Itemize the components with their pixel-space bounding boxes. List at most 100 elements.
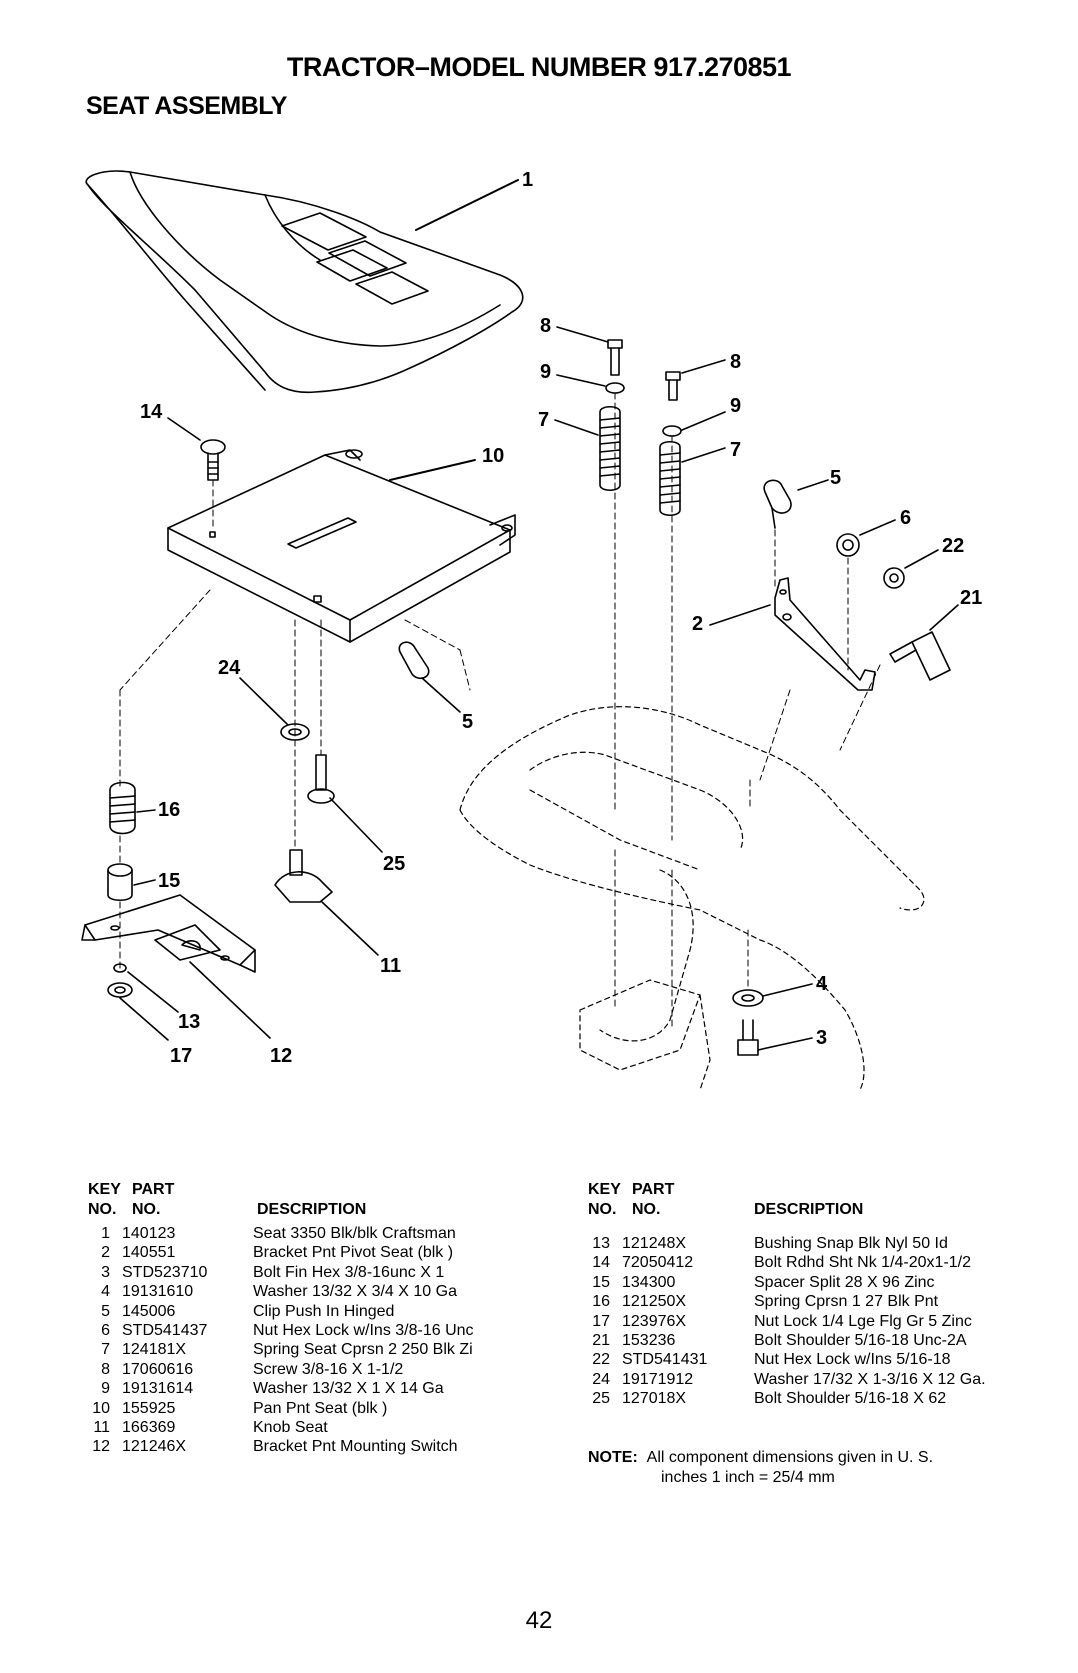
part-no-header: PART [132, 1181, 175, 1198]
part-no: 155925 [122, 1399, 176, 1417]
section-title: SEAT ASSEMBLY [86, 92, 287, 120]
key-no: 11 [93, 1419, 110, 1437]
part-no: 17060616 [122, 1360, 194, 1378]
part-no-header: PART [632, 1181, 675, 1198]
callout-label: 3 [816, 1027, 827, 1049]
bushing-nut-drawing [107, 963, 179, 1041]
fender-outline-drawing [459, 706, 925, 1091]
part-description: Bracket Pnt Pivot Seat (blk ) [253, 1244, 454, 1262]
callout-label: 5 [462, 711, 473, 733]
key-no-header: KEY [88, 1181, 121, 1198]
part-no: 19131614 [122, 1380, 194, 1398]
callout-label: 8 [730, 351, 741, 373]
seat-spring-right-drawing [659, 440, 726, 517]
part-description: Nut Hex Lock w/Ins 5/16-18 [754, 1351, 951, 1369]
part-description: Spacer Split 28 X 96 Zinc [754, 1273, 935, 1291]
part-no-header: NO. [632, 1201, 661, 1218]
part-description: Pan Pnt Seat (blk ) [253, 1399, 388, 1417]
callout-label: 17 [170, 1045, 192, 1067]
callout-label: 6 [900, 507, 911, 529]
callout-label: 24 [218, 657, 241, 679]
callout-label: 2 [692, 613, 703, 635]
part-no: 153236 [622, 1332, 676, 1350]
callout-label: 13 [178, 1011, 200, 1033]
part-description: Bushing Snap Blk Nyl 50 Id [754, 1235, 948, 1252]
callout-labels: 1 14 10 8 9 7 8 9 7 5 6 22 2 21 24 5 16 … [140, 169, 982, 1067]
part-no: 145006 [122, 1302, 176, 1320]
part-no: STD541437 [122, 1322, 208, 1340]
part-description: Bolt Shoulder 5/16-18 Unc-2A [754, 1332, 967, 1350]
part-no: 140123 [122, 1225, 176, 1242]
callout-label: 12 [270, 1045, 292, 1067]
part-no: STD523710 [122, 1263, 208, 1281]
key-no: 22 [592, 1351, 610, 1369]
callout-label: 11 [380, 955, 401, 977]
part-description: Nut Lock 1/4 Lge Flg Gr 5 Zinc [754, 1312, 972, 1330]
part-description: Bolt Shoulder 5/16-18 X 62 [754, 1390, 947, 1408]
table-row: 24 19171912 Washer 17/32 X 1-3/16 X 12 Ga. [588, 1370, 1028, 1389]
knob-drawing [274, 849, 379, 956]
part-no: 166369 [122, 1419, 176, 1437]
callout-label: 16 [158, 799, 180, 821]
screws-and-washers-drawing [556, 326, 726, 437]
callout-label: 21 [960, 587, 982, 609]
part-no: 19171912 [622, 1370, 694, 1388]
part-no-header: NO. [132, 1201, 161, 1218]
key-no: 13 [592, 1235, 610, 1252]
part-description: Screw 3/8-16 X 1-1/2 [253, 1360, 404, 1378]
callout-label: 9 [540, 361, 551, 383]
callout-label: 4 [816, 973, 828, 995]
part-no: 140551 [122, 1244, 176, 1262]
part-description: Bolt Fin Hex 3/8-16unc X 1 [253, 1263, 445, 1281]
washer-4-bolt-3-drawing [732, 983, 813, 1056]
part-description: Washer 17/32 X 1-3/16 X 12 Ga. [754, 1370, 986, 1388]
key-no: 9 [101, 1380, 110, 1398]
table-row: 3 STD523710 Bolt Fin Hex 3/8-16unc X 1 [88, 1263, 558, 1282]
key-no: 24 [592, 1370, 610, 1388]
callout-label: 7 [730, 439, 741, 461]
spacer-15-drawing [107, 863, 156, 902]
callout-label: 9 [730, 395, 741, 417]
part-description: Clip Push In Hinged [253, 1302, 395, 1320]
key-no: 6 [101, 1322, 110, 1340]
callout-label: 10 [482, 445, 504, 467]
key-no: 12 [92, 1438, 110, 1456]
callout-label: 15 [158, 870, 180, 892]
callout-label: 25 [383, 853, 405, 875]
part-no: 121250X [622, 1293, 687, 1311]
key-no: 1 [101, 1225, 110, 1242]
callout-label: 8 [540, 315, 551, 337]
seat-pan-drawing [167, 449, 516, 643]
note-text: All component dimensions given in U. S. [646, 1449, 934, 1466]
page-number: 42 [525, 1607, 553, 1634]
bolt-14-drawing [167, 417, 226, 481]
callout-label: 5 [830, 467, 841, 489]
part-description: Bolt Rdhd Sht Nk 1/4-20x1-1/2 [754, 1254, 972, 1272]
key-no: 7 [101, 1341, 110, 1359]
callout-label: 7 [538, 409, 549, 431]
callout-label: 22 [942, 535, 964, 557]
callout-label: 1 [522, 169, 533, 191]
part-no: 134300 [622, 1273, 676, 1291]
part-no: STD541431 [622, 1351, 708, 1369]
part-description: Bracket Pnt Mounting Switch [253, 1438, 458, 1456]
pivot-bracket-drawing [709, 577, 876, 691]
key-no: 3 [101, 1263, 110, 1281]
part-description: Seat 3350 Blk/blk Craftsman [253, 1225, 456, 1242]
table-row: 1 140123 Seat 3350 Blk/blk Craftsman [88, 1224, 558, 1243]
part-description: Nut Hex Lock w/Ins 3/8-16 Unc [253, 1322, 474, 1340]
